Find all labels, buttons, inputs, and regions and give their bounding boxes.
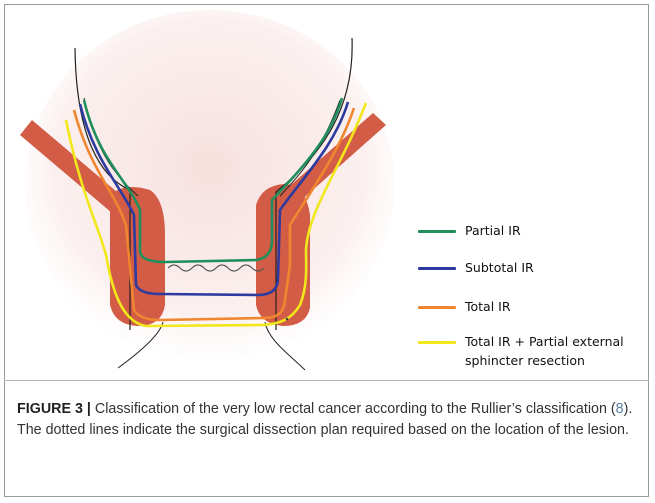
- legend-swatch: [418, 267, 456, 270]
- mark-dot: [286, 318, 289, 321]
- legend-swatch: [418, 341, 456, 344]
- caption-divider: [4, 380, 649, 381]
- legend-item-partial-ir: Partial IR: [418, 221, 655, 240]
- legend-label: Total IR + Partial external sphincter re…: [465, 332, 655, 370]
- caption-label: FIGURE 3 |: [17, 401, 91, 417]
- legend-item-total-ir: Total IR: [418, 297, 655, 316]
- rectum-diagram: [0, 0, 655, 380]
- legend-swatch: [418, 230, 456, 233]
- legend-item-total-ir-partial-external: Total IR + Partial external sphincter re…: [418, 332, 655, 370]
- legend-swatch: [418, 306, 456, 309]
- legend-label: Subtotal IR: [465, 258, 655, 277]
- citation-link[interactable]: 8: [616, 401, 624, 417]
- caption-text: Classification of the very low rectal ca…: [91, 401, 616, 417]
- legend-label: Partial IR: [465, 221, 655, 240]
- legend-label: Total IR: [465, 297, 655, 316]
- legend-item-subtotal-ir: Subtotal IR: [418, 258, 655, 277]
- figure-caption: FIGURE 3 | Classification of the very lo…: [17, 399, 642, 440]
